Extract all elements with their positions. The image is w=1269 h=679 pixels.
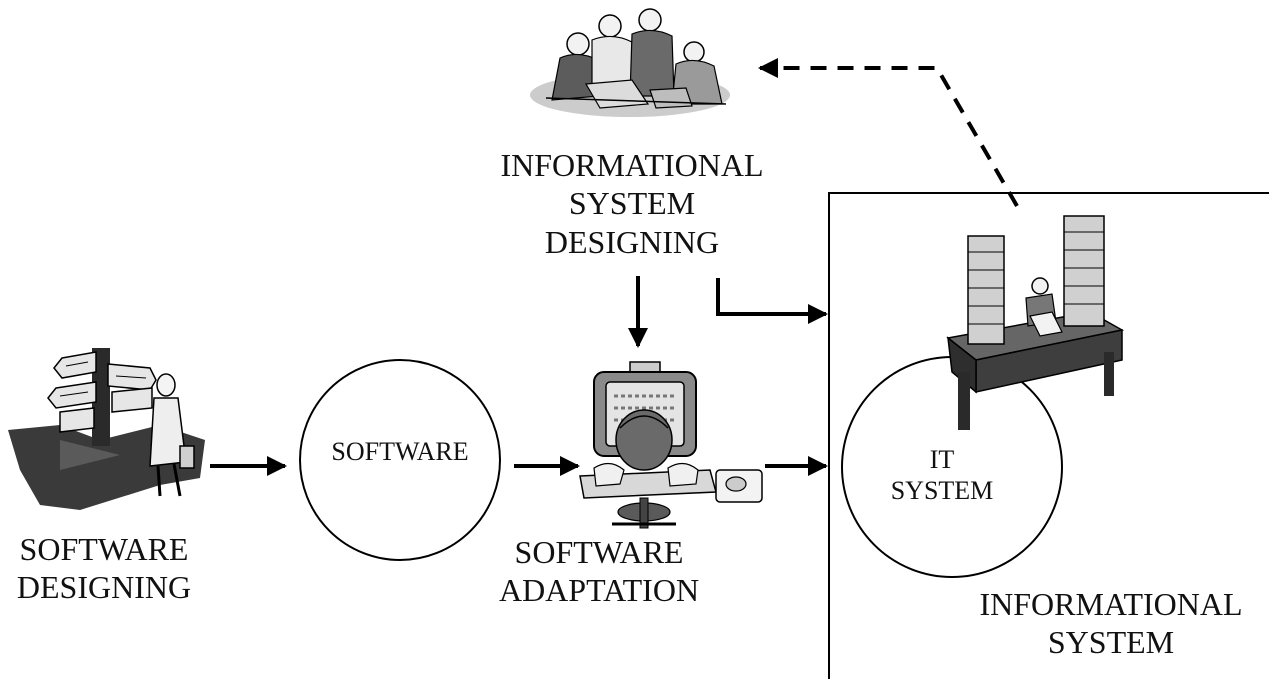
- informational-system-frame: [828, 192, 1269, 679]
- dashed-feedback-arrow: [758, 58, 1019, 208]
- label-informational-system-designing: INFORMATIONAL SYSTEM DESIGNING: [500, 147, 764, 260]
- signpost-person-icon: [8, 348, 205, 510]
- label-software-adaptation: SOFTWARE ADAPTATION: [498, 534, 700, 609]
- arrow-isdesigning-to-system: [716, 278, 828, 324]
- software-circle: [299, 359, 501, 561]
- team-meeting-icon: [530, 8, 730, 117]
- label-it-system: IT SYSTEM: [890, 445, 994, 506]
- label-informational-system: INFORMATIONAL SYSTEM: [979, 586, 1243, 661]
- label-software: SOFTWARE: [331, 437, 469, 466]
- label-software-designing: SOFTWARE DESIGNING: [16, 531, 192, 606]
- computer-user-icon: [579, 361, 763, 529]
- office-desk-paperwork-icon: [946, 215, 1125, 430]
